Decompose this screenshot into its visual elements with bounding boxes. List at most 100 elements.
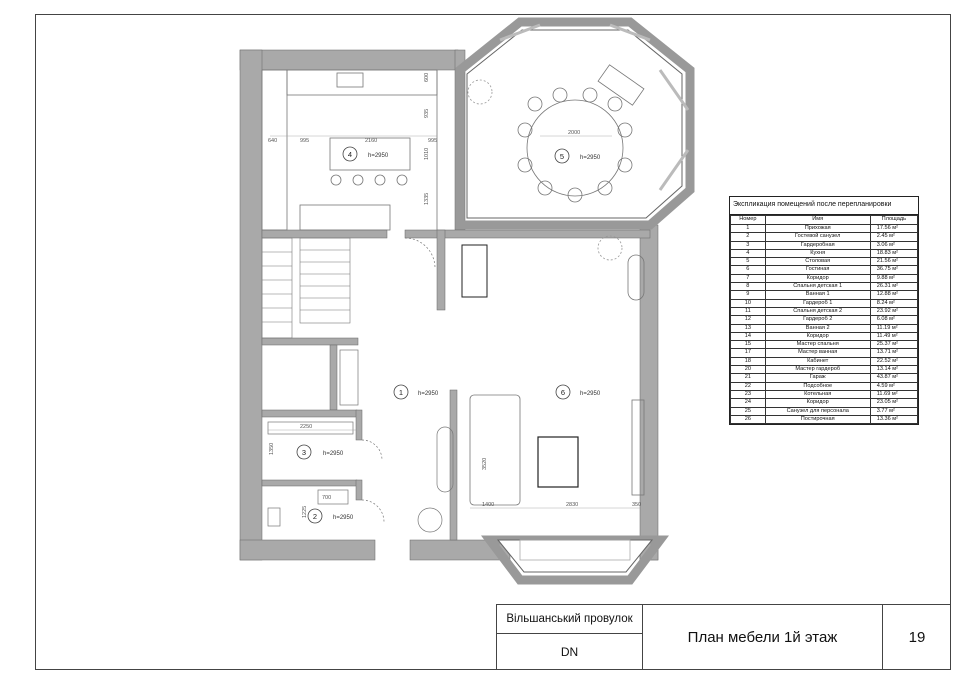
cell-name: Гардеробная <box>764 240 871 250</box>
cell-area: 36.75 м² <box>869 265 919 275</box>
room-5-number: 5 <box>560 152 564 161</box>
room-1-number: 1 <box>399 388 403 397</box>
cell-number: 11 <box>730 306 766 317</box>
cell-area: 11.69 м² <box>869 389 919 400</box>
cell-area: 25.37 м² <box>869 340 919 350</box>
room-3-number: 3 <box>302 448 306 457</box>
dim-640: 640 <box>268 138 277 144</box>
dining-table <box>467 64 645 261</box>
cell-name: Прихожая <box>764 223 871 234</box>
cell-number: 3 <box>730 240 766 250</box>
kitchen-furniture <box>261 69 438 231</box>
dim-995-right: 995 <box>428 138 437 144</box>
cell-number: 1 <box>730 223 766 234</box>
cell-name: Котельная <box>764 389 871 400</box>
cell-number: 17 <box>730 348 766 358</box>
cell-area: 23.92 м² <box>869 306 919 317</box>
cell-number: 21 <box>730 373 766 383</box>
cell-area: 26.31 м² <box>869 282 919 292</box>
room-schedule-title: Экспликация помещений после перепланиров… <box>730 197 918 215</box>
cell-name: Спальня детская 2 <box>764 306 871 317</box>
cell-area: 4.59 м² <box>869 381 919 391</box>
cell-number: 22 <box>730 381 766 391</box>
page-number: 19 <box>882 604 951 670</box>
cell-name: Ванная 1 <box>764 290 871 300</box>
cell-number: 4 <box>730 248 766 259</box>
cell-area: 23.05 м² <box>869 398 919 408</box>
cell-area: 22.52 м² <box>869 356 919 367</box>
cell-name: Столовая <box>764 257 871 267</box>
cell-name: Мастер гардероб <box>764 365 871 375</box>
cell-number: 25 <box>730 406 766 416</box>
dim-3520: 3520 <box>482 458 488 470</box>
cell-area: 18.83 м² <box>869 248 919 259</box>
room-3-marker <box>296 444 312 460</box>
cell-area: 2.45 м² <box>869 232 919 242</box>
cell-number: 15 <box>730 340 766 350</box>
col-number: Номер <box>730 215 766 225</box>
room-2-number: 2 <box>313 512 317 521</box>
cell-name: Ванная 2 <box>764 323 871 333</box>
dimension-labels: 640 995 2160 995 600 935 1010 1335 2000 … <box>268 73 641 518</box>
dim-2000: 2000 <box>568 130 580 136</box>
cell-name: Коридор <box>764 331 871 342</box>
room-2-height: h=2950 <box>333 515 354 521</box>
room-5-height: h=2950 <box>580 155 601 161</box>
cell-name: Постирочная <box>764 414 871 425</box>
cell-area: 11.49 м² <box>869 331 919 342</box>
walls <box>239 49 659 561</box>
room-6-marker <box>555 384 571 400</box>
cell-area: 43.87 м² <box>869 373 919 383</box>
cell-area: 8.24 м² <box>869 298 919 308</box>
staircase <box>261 237 351 339</box>
dim-1350: 1350 <box>269 443 275 455</box>
cell-number: 2 <box>730 232 766 242</box>
cell-area: 11.19 м² <box>869 323 919 333</box>
cell-area: 13.36 м² <box>869 414 919 425</box>
room-6-height: h=2950 <box>580 391 601 397</box>
cell-name: Гараж <box>764 373 871 383</box>
cell-number: 9 <box>730 290 766 300</box>
cell-number: 24 <box>730 398 766 408</box>
room-3-height: h=2950 <box>323 451 344 457</box>
room-1-height: h=2950 <box>418 391 439 397</box>
cell-number: 6 <box>730 265 766 275</box>
room-labels: 4 5 1 6 3 2 <box>302 150 565 521</box>
cell-area: 6.08 м² <box>869 315 919 325</box>
cell-name: Мастер спальня <box>764 340 871 350</box>
living-furniture <box>469 254 645 561</box>
street-name: Вільшанський провулок <box>496 604 642 633</box>
cell-number: 20 <box>730 365 766 375</box>
author-initials: DN <box>496 633 642 670</box>
title-block: Вільшанський провулок DN План мебели 1й … <box>496 604 951 670</box>
cell-name: Санузел для персонала <box>764 406 871 416</box>
cell-area: 17.56 м² <box>869 223 919 234</box>
room-schedule-table: Экспликация помещений после перепланиров… <box>729 196 919 426</box>
cell-name: Мастер ванная <box>764 348 871 358</box>
cell-name: Гостевой санузел <box>764 232 871 242</box>
cell-number: 7 <box>730 273 766 284</box>
cell-number: 8 <box>730 282 766 292</box>
cell-area: 13.14 м² <box>869 365 919 375</box>
cell-number: 12 <box>730 315 766 325</box>
